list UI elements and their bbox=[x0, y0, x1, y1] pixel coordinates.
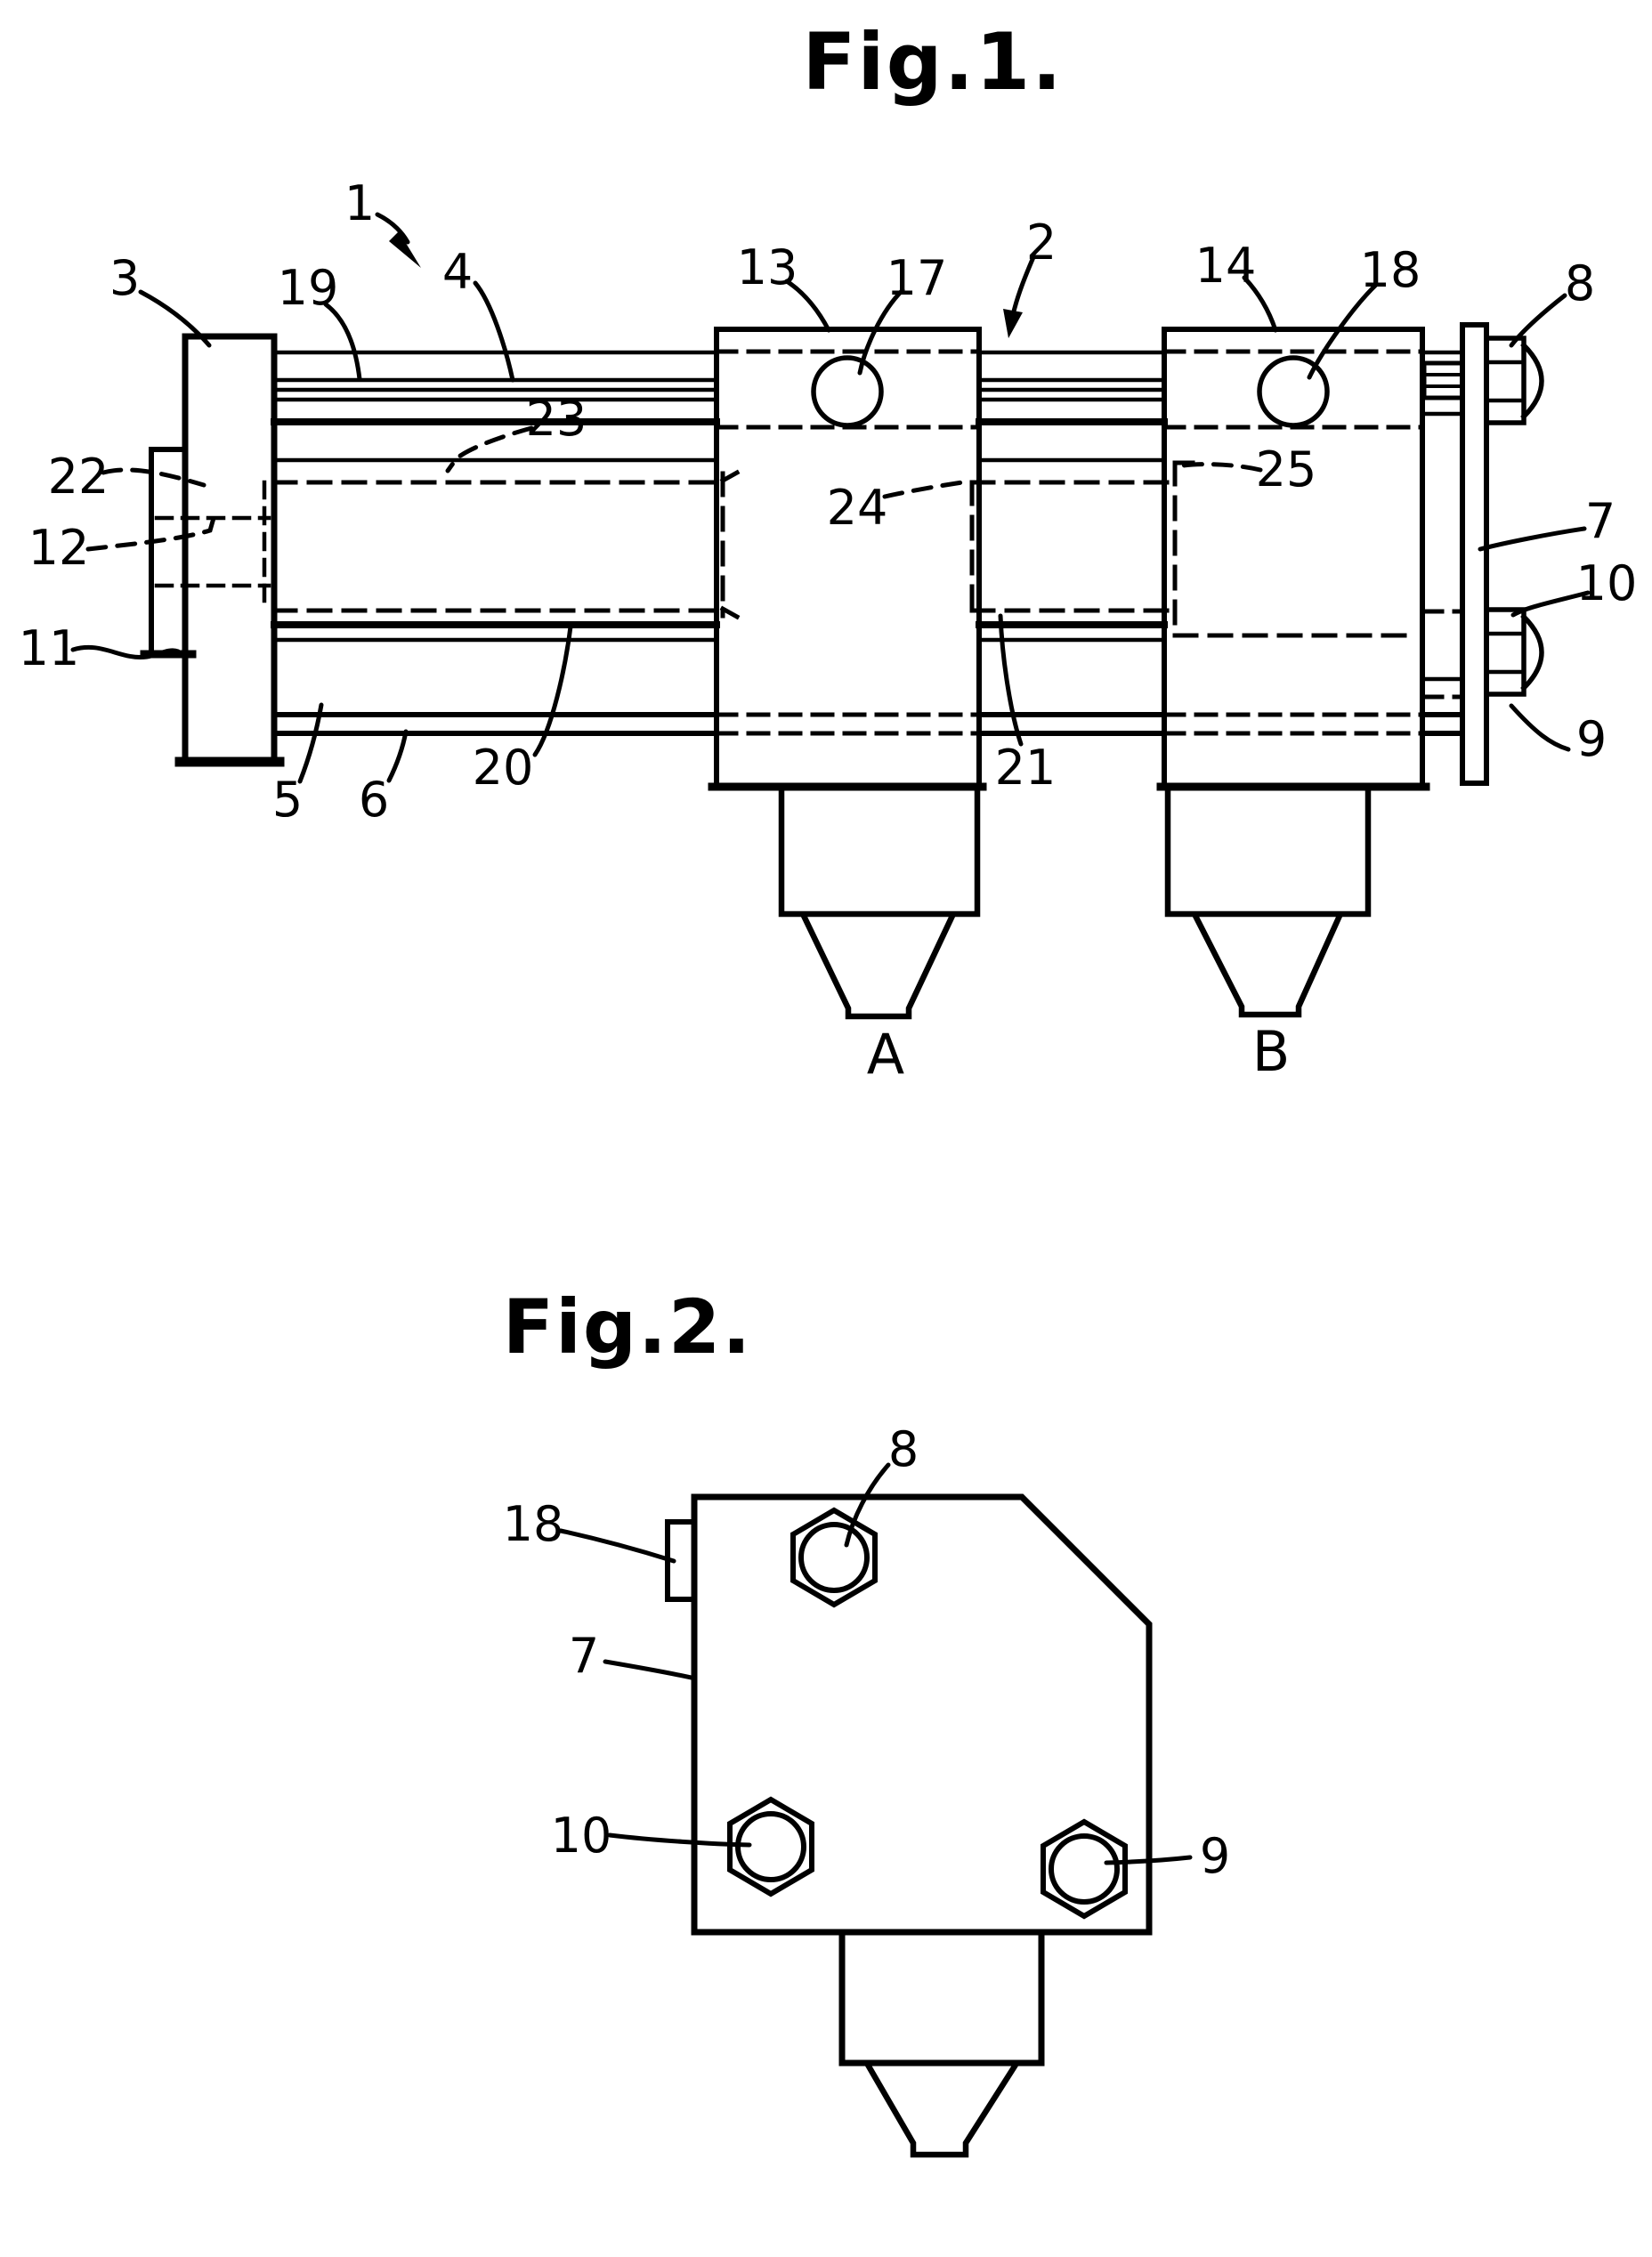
fig1-ref-label-1: 1 bbox=[344, 175, 375, 231]
fig1-ref-label-4: 4 bbox=[442, 244, 473, 300]
fig1-ref-label-11: 11 bbox=[19, 620, 80, 676]
fig1-ref-label-2: 2 bbox=[1026, 214, 1057, 271]
fig1-ref-label-7: 7 bbox=[1585, 493, 1616, 549]
fig1-ref-label-18: 18 bbox=[1360, 242, 1421, 298]
end-flange-block bbox=[182, 333, 278, 767]
fig1-ref-label-25: 25 bbox=[1256, 441, 1317, 498]
fig1-ref-label-17: 17 bbox=[887, 250, 948, 306]
fig1-ref-label-24: 24 bbox=[827, 480, 888, 536]
washer-top bbox=[1421, 360, 1465, 400]
port-hole-18 bbox=[1257, 355, 1330, 428]
nozzle-holder-b bbox=[1164, 784, 1372, 918]
bottom-tie-rod-hidden bbox=[714, 349, 1465, 736]
fig1-hidden-leader-lines bbox=[85, 425, 1263, 552]
fig1-ref-label-14: 14 bbox=[1195, 238, 1257, 294]
fig1-title: Fig.1. bbox=[802, 16, 1063, 108]
fig1-ref-label-5: 5 bbox=[272, 772, 303, 828]
fig1-leader-lines bbox=[70, 212, 1591, 784]
fig1-ref-label-23: 23 bbox=[526, 391, 587, 447]
fig2-title: Fig.2. bbox=[503, 1283, 753, 1371]
dome-nut-bottom bbox=[1484, 607, 1544, 697]
fig1-ref-label-8: 8 bbox=[1565, 255, 1595, 311]
hidden-rod-left-dashes bbox=[154, 480, 271, 613]
nozzle-tip-b bbox=[1191, 911, 1344, 1018]
fig2-ref-label-10: 10 bbox=[551, 1808, 612, 1864]
fig2-ref-label-18: 18 bbox=[503, 1496, 564, 1552]
rail-lines-thin bbox=[271, 350, 1465, 682]
arrowhead-2-icon bbox=[1003, 309, 1023, 338]
nozzle-holder-front bbox=[838, 1929, 1045, 2067]
arrowhead-1-icon bbox=[389, 231, 421, 268]
fig1-ref-label-A: A bbox=[867, 1022, 904, 1087]
end-plate-7 bbox=[1460, 322, 1489, 786]
fig2-labels: 8 18 7 10 9 bbox=[503, 1421, 1231, 1884]
hidden-chamber-23 bbox=[271, 469, 741, 620]
fig1-ref-label-20: 20 bbox=[473, 740, 534, 796]
nozzle-holder-a bbox=[778, 784, 981, 918]
nozzle-tip-front bbox=[863, 2060, 1020, 2158]
fig1-ref-label-13: 13 bbox=[737, 239, 798, 295]
rail-lines-thick bbox=[271, 418, 1168, 628]
hex-nut-9 bbox=[1041, 1818, 1128, 1920]
end-plate-face bbox=[691, 1493, 1153, 1936]
rod-end-block bbox=[149, 447, 188, 657]
fig2-ref-label-7: 7 bbox=[569, 1628, 599, 1684]
carriage-block-13 bbox=[714, 327, 982, 789]
fig1-ref-label-10: 10 bbox=[1576, 555, 1638, 611]
nozzle-tip-a bbox=[799, 911, 957, 1020]
hex-nut-8 bbox=[790, 1507, 878, 1608]
fig1-ref-label-6: 6 bbox=[359, 772, 389, 828]
fig1-ref-label-B: B bbox=[1252, 1019, 1291, 1084]
fig2-linework bbox=[558, 1462, 1193, 2158]
dome-nut-top bbox=[1484, 336, 1544, 425]
fig2-leader-lines bbox=[558, 1462, 1193, 1865]
fig2-ref-label-8: 8 bbox=[888, 1421, 919, 1477]
fig2-ref-label-9: 9 bbox=[1200, 1828, 1230, 1884]
fig1-ref-label-3: 3 bbox=[109, 250, 140, 306]
port-hole-17 bbox=[811, 355, 884, 428]
fig1-ref-label-19: 19 bbox=[278, 260, 339, 316]
fig1-ref-label-21: 21 bbox=[995, 740, 1057, 796]
fig1-linework bbox=[70, 212, 1591, 1020]
hidden-chamber-24 bbox=[969, 480, 1178, 613]
carriage-block-14 bbox=[1162, 327, 1425, 789]
fig1-ref-label-9: 9 bbox=[1576, 711, 1607, 767]
fig1-ref-label-12: 12 bbox=[28, 520, 90, 576]
bottom-tie-rod-solid bbox=[271, 712, 1465, 736]
fig1-ref-label-22: 22 bbox=[48, 449, 109, 505]
